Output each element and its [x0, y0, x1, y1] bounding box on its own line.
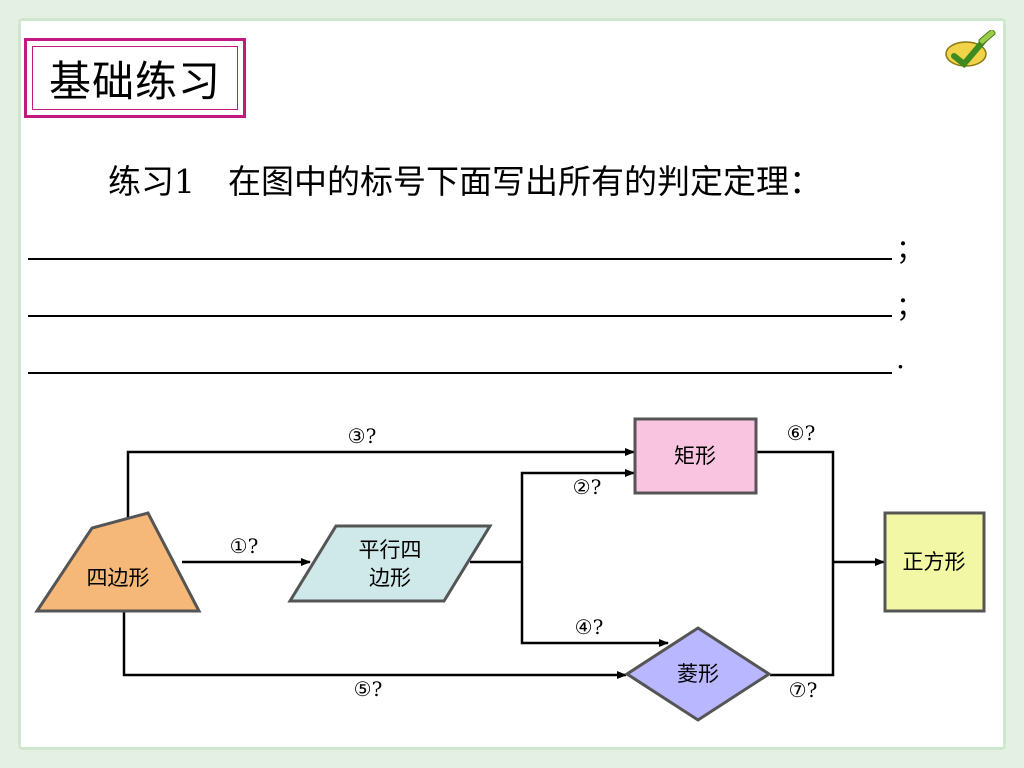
rhombus-shape — [624, 626, 772, 722]
label-2: ②? — [573, 475, 602, 499]
quadrilateral-label: 四边形 — [87, 566, 150, 590]
label-6: ⑥? — [787, 421, 816, 445]
pencil-icon — [945, 30, 996, 69]
page-title: 基础练习 — [48, 56, 221, 106]
arrow-3-quad-to-rect — [126, 448, 635, 520]
parallelogram-shape — [287, 524, 493, 603]
label-7: ⑦? — [789, 678, 818, 702]
rectangle-label: 矩形 — [674, 444, 716, 468]
arrow-5-quad-to-rhombus — [122, 612, 627, 679]
square-shape — [883, 511, 986, 613]
slide-frame — [18, 18, 1006, 750]
arrow-2-para-to-rect — [520, 469, 635, 562]
arrow-4-para-to-rhombus — [520, 562, 669, 647]
question-text: 练习1 在图中的标号下面写出所有的判定定理： — [108, 162, 822, 201]
answer-blank-1-end: ； — [896, 233, 925, 266]
parallelogram-label-line2: 边形 — [369, 566, 411, 590]
title-box: 基础练习 — [24, 38, 246, 118]
answer-blank-2[interactable] — [28, 315, 892, 317]
square-label: 正方形 — [903, 550, 966, 574]
answer-blank-2-end: ； — [896, 290, 925, 323]
quadrilateral-shape — [34, 511, 202, 613]
answer-blank-3[interactable] — [28, 372, 892, 374]
rhombus-label: 菱形 — [677, 662, 719, 686]
answer-blank-1[interactable] — [28, 258, 892, 260]
connector-7-rhombus-right — [770, 562, 835, 677]
parallelogram-label-line1: 平行四 — [359, 538, 422, 562]
title-inner-border — [32, 46, 238, 110]
answer-blank-3-end: . — [896, 342, 905, 375]
connector-6-rect-right — [757, 450, 835, 562]
label-5: ⑤? — [354, 677, 383, 701]
label-4: ④? — [575, 615, 604, 639]
label-3: ③? — [348, 424, 377, 448]
rectangle-shape — [633, 417, 758, 495]
label-1: ①? — [230, 534, 259, 558]
